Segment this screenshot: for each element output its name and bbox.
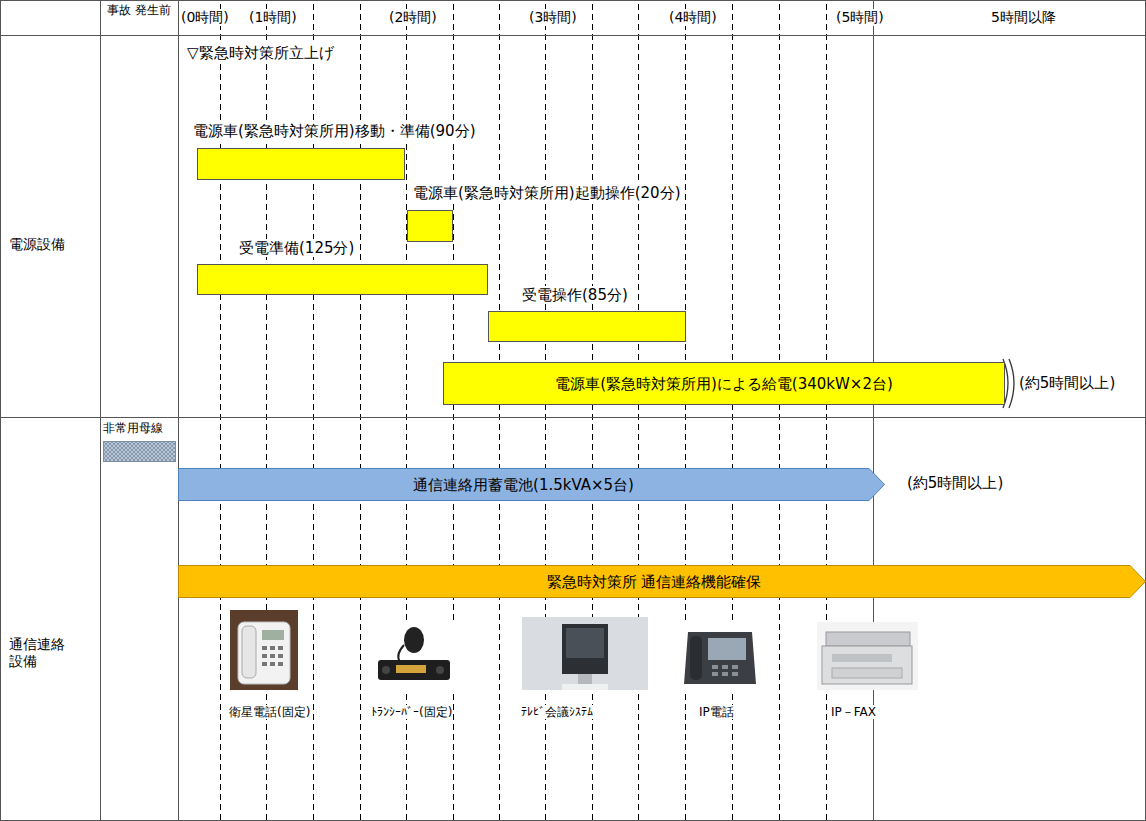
bar-shape [488,311,686,342]
task-label: 電源車(緊急時対策所用)移動・準備(90分) [191,122,478,140]
bar-shape [197,148,405,180]
bar-outline [444,363,1005,405]
time-header: (4時間) [668,9,718,26]
row-header: 電源設備 [8,236,66,253]
time-header: (1時間) [248,9,298,26]
device-caption: ﾄﾗﾝｼｰﾊﾞｰ(固定) [370,705,453,719]
bar-shape [197,264,488,295]
time-header: (2時間) [388,9,438,26]
ip-phone-photo [682,620,760,690]
task-label: 受電準備(125分) [237,239,356,257]
device-caption: ﾃﾚﾋﾞ会議ｼｽﾃﾑ [520,705,594,719]
time-header: (5時間) [835,9,885,26]
duration-note: (約5時間以上) [1018,374,1116,392]
time-header: 5時間以降 [990,9,1057,26]
bar-outline [408,211,453,242]
task-label: 非常用母線 [101,421,165,435]
milestone-label: ▽緊急時対策所立上げ [186,44,335,62]
arrow-outline [179,566,1146,598]
bar-outline [489,312,686,342]
hatch-shape [103,441,176,462]
task-bar: 受電準備(125分) [197,264,488,295]
hatch-outline [104,442,176,462]
device-caption: 衛星電話(固定) [228,705,311,719]
task-label: 受電操作(85分) [520,286,630,304]
task-bar: 受電操作(85分) [488,311,686,342]
time-header: (0時間) [180,9,230,26]
device-caption: IP電話 [698,705,735,719]
ip-fax-photo [817,622,918,690]
device-caption: IP－FAX [830,705,877,719]
task-label: 通信連絡用蓄電池(1.5kVA×5台) [413,476,634,494]
arrow-outline [179,469,885,501]
timeline-arrow: 緊急時対策所 通信連絡機能確保 [178,565,1146,598]
video-conference-photo [522,617,648,690]
bar-shape [407,210,453,242]
bar-outline [198,265,488,295]
row-header: 通信連絡 設備 [8,636,76,670]
task-bar: 電源車(緊急時対策所用)起動操作(20分) [407,210,453,242]
bar-outline [198,149,405,180]
task-label: 電源車(緊急時対策所用)による給電(340kW×2台) [555,375,893,393]
duration-note: (約5時間以上) [906,474,1004,492]
task-label: 緊急時対策所 通信連絡機能確保 [547,573,762,591]
transceiver-photo [372,620,456,692]
column-header: 事故 発生前 [102,3,176,17]
status-box: 非常用母線 [103,441,176,462]
task-bar: 電源車(緊急時対策所用)移動・準備(90分) [197,148,405,180]
timeline-arrow: 通信連絡用蓄電池(1.5kVA×5台) [178,468,885,501]
satellite-phone-photo [230,610,298,690]
task-bar: 電源車(緊急時対策所用)による給電(340kW×2台) [443,362,1005,405]
task-label: 電源車(緊急時対策所用)起動操作(20分) [411,184,683,202]
time-header: (3時間) [528,9,578,26]
